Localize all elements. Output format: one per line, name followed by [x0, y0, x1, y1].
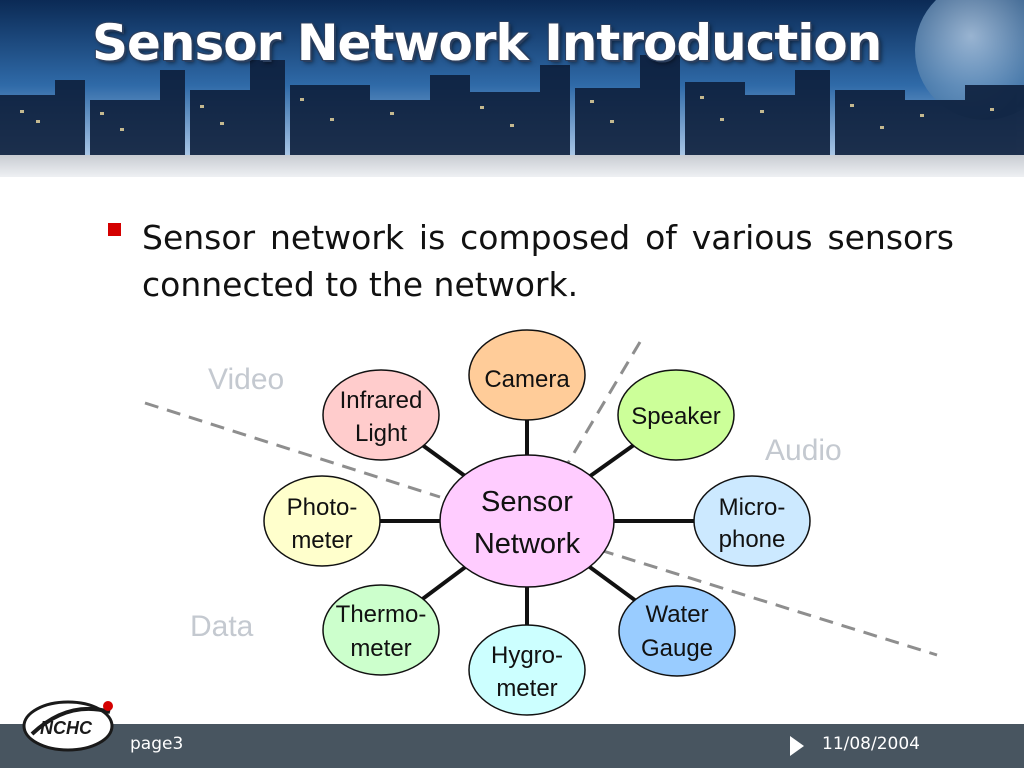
- node-hygrometer: [468, 624, 586, 716]
- video-audio-separator: [566, 341, 642, 464]
- footer-bar: page3 11/08/2004: [0, 724, 1024, 768]
- node-speaker: [617, 369, 735, 461]
- header-banner: [0, 0, 1024, 155]
- next-arrow-icon[interactable]: [790, 736, 804, 756]
- node-thermometer-label-2: meter: [350, 635, 411, 662]
- nchc-logo: NCHC: [22, 700, 114, 752]
- node-infrared: [322, 369, 440, 461]
- node-photometer-label-1: Photo-: [287, 494, 358, 521]
- city-skyline-image: [0, 0, 1024, 155]
- bullet-text: Sensor network is composed of various se…: [142, 218, 954, 304]
- bullet-point: Sensor network is composed of various se…: [108, 214, 954, 308]
- node-sensor-network: [439, 454, 615, 588]
- footer-date: 11/08/2004: [822, 734, 920, 754]
- node-speaker-label: Speaker: [631, 403, 720, 430]
- category-data-label: Data: [190, 610, 254, 643]
- node-thermometer: [322, 584, 440, 676]
- category-video-label: Video: [208, 363, 284, 396]
- node-microphone-label-1: Micro-: [719, 494, 786, 521]
- node-photometer-label-2: meter: [291, 527, 352, 554]
- page-number: page3: [130, 734, 184, 754]
- node-microphone: [693, 475, 811, 567]
- node-water-gauge-label-1: Water: [645, 601, 708, 628]
- video-data-separator: [144, 401, 441, 499]
- node-water-gauge: [618, 585, 736, 677]
- node-microphone-label-2: phone: [719, 526, 786, 553]
- slide-title: Sensor Network Introduction: [92, 14, 882, 72]
- nchc-logo-text: NCHC: [40, 718, 93, 738]
- category-audio-label: Audio: [765, 434, 842, 467]
- node-thermometer-label-1: Thermo-: [336, 601, 427, 628]
- node-camera: [468, 329, 586, 421]
- header-divider: [0, 155, 1024, 177]
- node-hygrometer-label-1: Hygro-: [491, 642, 563, 669]
- node-water-gauge-label-2: Gauge: [641, 635, 713, 662]
- node-hygrometer-label-2: meter: [496, 675, 557, 702]
- node-photometer: [263, 475, 381, 567]
- bullet-marker-icon: [108, 223, 121, 236]
- sensor-network-diagram: Camera Speaker Micro- phone Water Gauge …: [144, 329, 938, 716]
- node-sensor-network-label-2: Network: [474, 528, 581, 560]
- node-infrared-label-1: Infrared: [340, 387, 423, 414]
- node-camera-label: Camera: [484, 366, 570, 393]
- node-sensor-network-label-1: Sensor: [481, 486, 573, 518]
- audio-data-separator: [599, 548, 938, 657]
- node-infrared-label-2: Light: [355, 420, 407, 447]
